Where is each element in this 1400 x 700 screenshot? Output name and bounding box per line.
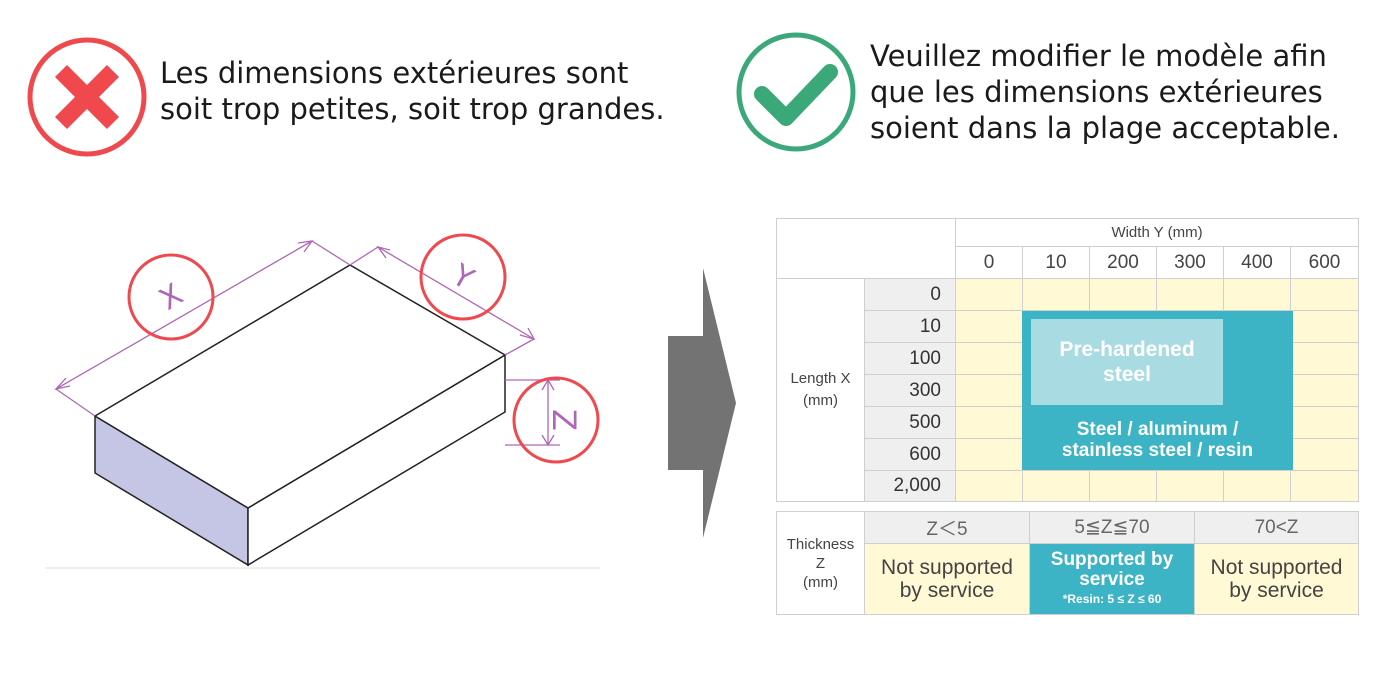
width-value: 200: [1090, 247, 1157, 279]
range-cell: [956, 375, 1023, 407]
prehardened-line-1: Pre-hardened: [1059, 338, 1195, 361]
length-header-line-2: (mm): [803, 392, 838, 409]
resin-note: *Resin: 5 ≤ Z ≤ 60: [1062, 592, 1162, 606]
materials-line-1: Steel / aluminum /: [1076, 419, 1239, 440]
range-cell: [1224, 279, 1291, 311]
supported-line-1: Supported by: [1050, 549, 1174, 570]
length-value: 600: [865, 439, 956, 471]
not-supported-low-line-2: by service: [899, 579, 995, 602]
range-cell: [956, 311, 1023, 343]
range-cell: [1090, 471, 1157, 502]
block-diagram: X Y Z: [45, 233, 600, 569]
materials-line-2: stainless steel / resin: [1061, 440, 1254, 461]
thickness-header-line-3: (mm): [803, 573, 838, 591]
fix-message: Veuillez modifier le modèle afin que les…: [870, 38, 1340, 146]
range-cell: [956, 279, 1023, 311]
thickness-header-line-1: Thickness: [786, 535, 855, 553]
supported-line-2: service: [1079, 569, 1145, 590]
error-message: Les dimensions extérieures sont soit tro…: [160, 55, 665, 127]
range-cell: [956, 407, 1023, 439]
range-cell: [1291, 407, 1359, 439]
length-value: 10: [865, 311, 956, 343]
range-cell: [956, 343, 1023, 375]
length-value: 300: [865, 375, 956, 407]
fix-line-2: que les dimensions extérieures: [870, 75, 1323, 109]
range-cell: [1291, 343, 1359, 375]
length-value: 100: [865, 343, 956, 375]
width-header: Width Y (mm): [956, 219, 1359, 247]
width-value: 10: [1023, 247, 1090, 279]
not-supported-low: Not supported by service: [865, 544, 1030, 615]
length-value: 2,000: [865, 471, 956, 502]
materials-label: Steel / aluminum / stainless steel / res…: [1022, 415, 1293, 465]
width-value: 600: [1291, 247, 1359, 279]
x-mark-icon: [27, 37, 147, 157]
not-supported-high: Not supported by service: [1195, 544, 1359, 615]
range-cell: [1023, 471, 1090, 502]
range-cell: [1224, 471, 1291, 502]
range-cell: [1090, 279, 1157, 311]
range-cell: [956, 439, 1023, 471]
not-supported-high-line-2: by service: [1229, 579, 1324, 602]
error-line-2: soit trop petites, soit trop grandes.: [160, 92, 665, 126]
right-arrow-icon: [668, 268, 736, 538]
check-mark-icon: [736, 32, 856, 152]
not-supported-high-line-1: Not supported: [1210, 556, 1343, 579]
prehardened-block: Pre-hardened steel: [1031, 319, 1223, 405]
error-line-1: Les dimensions extérieures sont: [160, 56, 629, 90]
thickness-range-high: 70<Z: [1195, 512, 1359, 544]
fix-line-1: Veuillez modifier le modèle afin: [870, 39, 1327, 73]
not-supported-low-line-1: Not supported: [881, 556, 1013, 579]
length-header: Length X (mm): [777, 279, 865, 502]
range-cell: [1291, 471, 1359, 502]
range-cell: [1291, 375, 1359, 407]
range-cell: [1291, 439, 1359, 471]
length-header-line-1: Length X: [790, 370, 851, 387]
range-cell: [1291, 311, 1359, 343]
thickness-header-line-2: Z: [815, 554, 826, 572]
range-cell: [1023, 279, 1090, 311]
range-cell: [1157, 279, 1224, 311]
range-cell: [1157, 471, 1224, 502]
thickness-header: Thickness Z (mm): [777, 512, 865, 615]
width-value: 400: [1224, 247, 1291, 279]
supported-cell: Supported by service *Resin: 5 ≤ Z ≤ 60: [1030, 544, 1195, 615]
length-value: 0: [865, 279, 956, 311]
fix-line-3: soient dans la plage acceptable.: [870, 111, 1340, 145]
prehardened-line-2: steel: [1103, 363, 1151, 386]
range-cell: [956, 471, 1023, 502]
z-label: Z: [545, 409, 583, 431]
range-cell: [1291, 279, 1359, 311]
thickness-range-low: Z＜5: [865, 512, 1030, 544]
length-value: 500: [865, 407, 956, 439]
width-value: 300: [1157, 247, 1224, 279]
x-label: X: [153, 277, 189, 318]
width-value: 0: [956, 247, 1023, 279]
y-label: Y: [445, 257, 480, 297]
thickness-table: Thickness Z (mm) Z＜5 5≦Z≦70 70<Z Not sup…: [776, 511, 1359, 615]
thickness-range-mid: 5≦Z≦70: [1030, 512, 1195, 544]
